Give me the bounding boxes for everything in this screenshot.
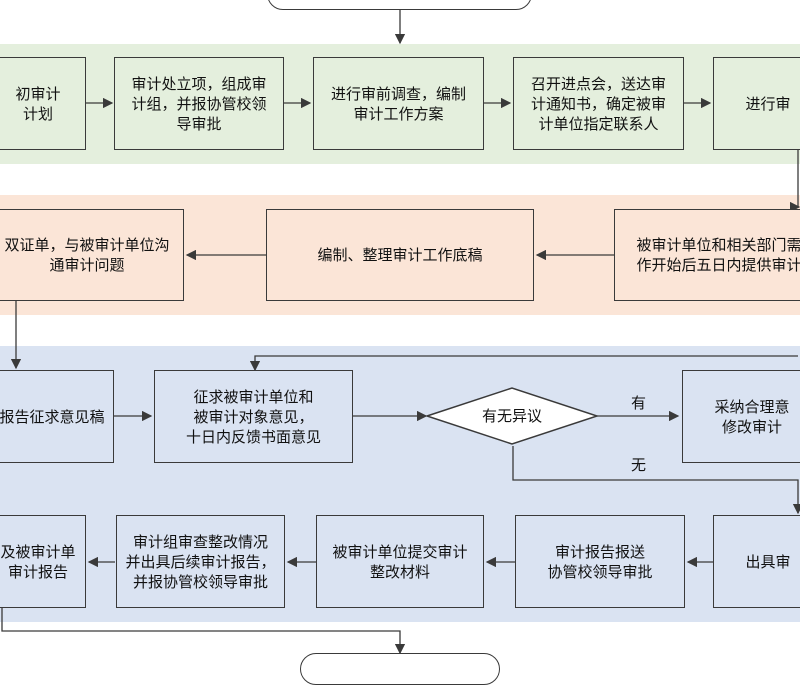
decision-label: 有无异议 [481,407,542,425]
decision-diamond [424,387,600,445]
step-rectification-materials: 被审计单位提交审计整改材料 [316,515,484,608]
step-conduct-audit: 进行审 [713,57,800,150]
step-evidence-communication: 双证单，与被审计单位沟通审计问题 [0,209,184,301]
step-issue-report: 出具审 [713,515,800,608]
yes-branch-label: 有 [631,394,647,412]
start-terminal [267,0,532,10]
step-pre-audit-survey: 进行审前调查，编制审计工作方案 [313,57,484,150]
step-solicit-opinions: 征求被审计单位和被审计对象意见，十日内反馈书面意见 [154,370,353,463]
step-final-report-delivery: 及被审计单审计报告 [0,515,86,608]
step-report-approval: 审计报告报送协管校领导审批 [515,515,685,608]
step-provide-materials: 被审计单位和相关部门需作开始后五日内提供审计 [614,209,800,301]
end-terminal [300,653,500,685]
step-adopt-revise: 采纳合理意修改审计 [682,370,800,463]
step-draft-report: 报告征求意见稿 [0,370,114,463]
step-followup-review: 审计组审查整改情况并出具后续审计报告，并报协管校领导审批 [116,515,285,608]
step-working-papers: 编制、整理审计工作底稿 [266,209,534,301]
step-initial-audit-plan: 初审计计划 [0,57,86,150]
no-branch-label: 无 [631,456,647,474]
flow-connectors [1,10,800,655]
step-entry-meeting: 召开进点会，送达审计通知书，确定被审计单位指定联系人 [513,57,684,150]
step-project-approval: 审计处立项，组成审计组，并报协管校领导审批 [114,57,284,150]
